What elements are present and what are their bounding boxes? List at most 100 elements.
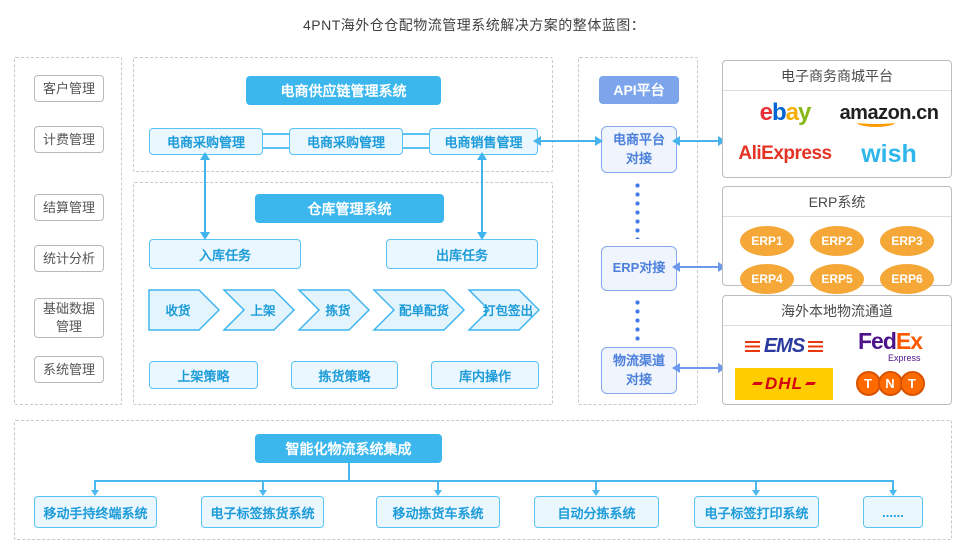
ebay-letter: e <box>759 99 773 127</box>
flow-step-assemble: 配单配货 <box>399 303 450 318</box>
logistics-channels-header: 海外本地物流通道 <box>723 296 951 326</box>
page-title: 4PNT海外仓仓配物流管理系统解决方案的整体蓝图： <box>303 17 646 33</box>
supply-chain-header: 电商供应链管理系统 <box>246 76 441 105</box>
flow-step-pack: 打包签出 <box>483 303 533 318</box>
dotted-connector <box>635 181 640 239</box>
tree-drop-arrow <box>752 480 760 496</box>
api-node-ecommerce-dock: 电商平台对接 <box>601 126 677 173</box>
ems-stripes-icon <box>808 341 824 353</box>
chevron-shelve-shape <box>222 289 296 331</box>
sidebar-item-settlement-mgmt: 结算管理 <box>34 194 104 221</box>
integration-header: 智能化物流系统集成 <box>255 434 442 463</box>
sidebar-item-billing-mgmt: 计费管理 <box>34 126 104 153</box>
ems-wordmark: EMS <box>763 335 805 358</box>
aliexpress-logo: AliExpress <box>738 143 832 165</box>
tree-drop-arrow <box>592 480 600 496</box>
ebay-letter: a <box>785 99 799 127</box>
dhl-logo: DHL <box>735 367 833 400</box>
ebay-letter: b <box>771 99 787 127</box>
wish-logo: wish <box>861 139 917 168</box>
amazon-smile-icon <box>856 118 895 127</box>
amazon-cn-suffix: .cn <box>911 101 939 124</box>
fedex-logo: FedEx Express <box>857 328 923 364</box>
fedex-express-label: Express <box>887 353 921 364</box>
shelving-strategy-box: 上架策略 <box>149 361 258 389</box>
chevron-assemble-shape <box>372 289 466 331</box>
ems-logo: EMS <box>744 335 824 358</box>
api-node-erp-dock: ERP对接 <box>601 246 677 291</box>
amazon-logo: amazon.cn <box>840 101 939 127</box>
api-to-logistics-arrow <box>672 363 726 373</box>
ecommerce-platforms-box: 电子商务商城平台 ebay amazon.cn AliExpress wish <box>722 60 952 178</box>
outbound-task-box: 出库任务 <box>386 239 538 269</box>
system-more-ellipsis: ...... <box>863 496 923 528</box>
system-etag-printing: 电子标签打印系统 <box>694 496 819 528</box>
tree-drop-arrow <box>91 480 99 496</box>
module-sales-mgmt: 电商销售管理 <box>429 128 538 155</box>
api-platform-panel: API平台 电商平台对接 ERP对接 物流渠道对接 <box>578 57 698 405</box>
dotted-connector <box>635 298 640 342</box>
module-connector <box>261 133 291 149</box>
inbound-task-box: 入库任务 <box>149 239 301 269</box>
supply-chain-panel: 电商供应链管理系统 电商采购管理 电商采购管理 电商销售管理 <box>133 57 553 172</box>
integration-panel: 智能化物流系统集成 移动手持终端系统 电子标签拣货系统 移动拣货车系统 自动分拣… <box>14 420 952 540</box>
picking-strategy-box: 拣货策略 <box>291 361 398 389</box>
ebay-logo: ebay <box>759 99 812 127</box>
fedex-ex-wordmark: Ex <box>895 328 923 355</box>
tree-drop-arrow <box>259 480 267 496</box>
sidebar-item-customer-mgmt: 客户管理 <box>34 75 104 102</box>
fedex-fed-wordmark: Fed <box>857 328 897 355</box>
warehouse-flow-chevrons: 收货 上架 拣货 配单配货 打包签出 <box>148 289 540 331</box>
sidebar-item-basic-data: 基础数据管理 <box>34 298 104 338</box>
module-purchase-mgmt-2: 电商采购管理 <box>289 128 403 155</box>
api-node-logistics-dock: 物流渠道对接 <box>601 347 677 394</box>
flow-step-receive: 收货 <box>165 303 191 318</box>
warehouse-panel: 仓库管理系统 入库任务 出库任务 收货 上架 拣货 配单配货 打包签出 上架策略… <box>133 182 553 405</box>
sidebar-item-system-mgmt: 系统管理 <box>34 356 104 383</box>
system-picking-cart: 移动拣货车系统 <box>376 496 500 528</box>
system-etag-picking: 电子标签拣货系统 <box>201 496 324 528</box>
module-connector <box>401 133 431 149</box>
tree-drop-arrow <box>434 480 442 496</box>
module-purchase-mgmt-1: 电商采购管理 <box>149 128 263 155</box>
api-platform-header: API平台 <box>599 76 679 104</box>
api-to-ecommerce-arrow <box>672 136 726 146</box>
tree-drop-arrow <box>889 480 897 496</box>
erp-systems-header: ERP系统 <box>723 187 951 217</box>
tnt-letter-circle: N <box>877 371 903 397</box>
sidebar-modules-panel: 客户管理 计费管理 结算管理 统计分析 基础数据管理 系统管理 <box>14 57 122 405</box>
tnt-letter-circle: T <box>855 371 881 397</box>
chevron-pick-shape <box>297 289 371 331</box>
chevron-receive-shape <box>148 289 221 331</box>
flow-step-shelve: 上架 <box>250 303 276 318</box>
logistics-channels-box: 海外本地物流通道 EMS FedEx Express DHL T N T <box>722 295 952 405</box>
tnt-letter-circle: T <box>899 371 925 397</box>
system-mobile-terminal: 移动手持终端系统 <box>34 496 157 528</box>
in-warehouse-ops-box: 库内操作 <box>431 361 539 389</box>
flow-step-pick: 拣货 <box>325 303 351 318</box>
warehouse-header: 仓库管理系统 <box>255 194 444 223</box>
erp5-badge: ERP5 <box>810 264 864 294</box>
erp1-badge: ERP1 <box>740 226 794 256</box>
dhl-dash-icon <box>751 382 764 386</box>
sales-to-api-arrow <box>533 136 603 146</box>
tree-stem-line <box>348 463 350 480</box>
dhl-dash-icon <box>804 382 817 386</box>
tree-branch-line <box>95 480 893 482</box>
dhl-wordmark: DHL <box>765 373 803 393</box>
ebay-letter: y <box>798 99 811 127</box>
api-to-erp-arrow <box>672 262 726 272</box>
sidebar-item-statistics: 统计分析 <box>34 245 104 272</box>
erp-systems-box: ERP系统 ERP1 ERP2 ERP3 ERP4 ERP5 ERP6 <box>722 186 952 294</box>
system-auto-sorting: 自动分拣系统 <box>534 496 659 528</box>
tnt-logo: T N T <box>855 371 925 397</box>
erp6-badge: ERP6 <box>880 264 934 294</box>
erp2-badge: ERP2 <box>810 226 864 256</box>
sales-outbound-arrow <box>477 152 487 240</box>
ecommerce-platforms-header: 电子商务商城平台 <box>723 61 951 91</box>
erp4-badge: ERP4 <box>740 264 794 294</box>
chevron-pack-shape <box>467 289 540 331</box>
erp3-badge: ERP3 <box>880 226 934 256</box>
ems-stripes-icon <box>744 341 760 353</box>
